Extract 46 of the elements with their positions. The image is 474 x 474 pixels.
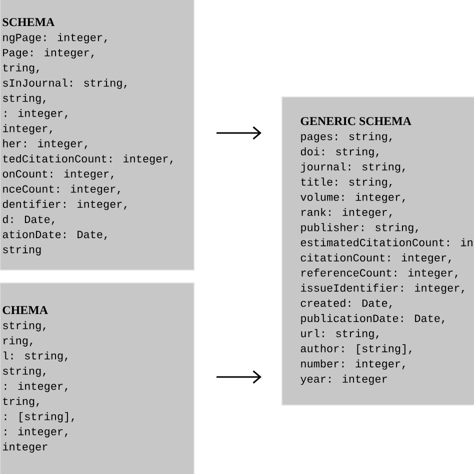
field-line: integer [2,442,48,453]
field-line: publisher: string, [301,223,418,234]
field-line: onCount: integer, [2,170,114,180]
field-line: string, [3,321,46,332]
field-line: number: integer, [301,359,405,370]
field-line: journal: string, [300,162,405,173]
field-line: ngPage: integer, [3,33,107,44]
schema-heading: CHEMA [2,306,48,314]
field-line: year: integer [300,374,387,385]
field-line: dentifier: integer, [2,200,126,210]
field-line: string, [3,94,46,104]
field-line: sInJournal: string, [3,78,126,89]
field-line: ring, [4,336,32,347]
field-line: l: string, [4,351,68,362]
field-line: rank: integer, [302,208,392,218]
field-line: created: Date, [300,298,392,309]
field-line: : integer, [4,427,68,438]
arrow [216,126,262,140]
field-line: publicationDate: Date, [301,314,444,324]
field-line: url: string, [301,329,378,340]
field-line: volume: integer, [300,192,405,204]
field-line: her: integer, [3,139,87,150]
schema-heading: SCHEMA [2,18,55,26]
field-line: doi: string, [300,147,378,158]
field-line: tring, [3,63,39,74]
field-line: estimatedCitationCount: in [300,238,472,246]
field-line: ationDate: Date, [2,230,107,240]
schema-heading: GENERIC SCHEMA [300,117,412,126]
field-line: : integer, [4,382,68,392]
field-line: citationCount: integer, [300,253,451,264]
field-line: : integer, [4,108,68,120]
field-line: pages: string, [301,132,392,142]
field-line: d: Date, [2,215,54,225]
field-line: string [3,245,41,256]
field-line: : [string], [4,412,74,422]
field-line: title: string, [301,178,392,188]
field-line: tedCitationCount: integer, [3,154,172,165]
field-line: author: [string], [300,344,412,354]
field-line: issueIdentifier: integer, [300,284,464,294]
arrow [216,370,262,384]
field-line: referenceCount: integer, [302,268,458,279]
field-line: tring, [3,396,39,408]
field-line: nceCount: integer, [3,184,120,195]
field-line: integer, [2,124,52,134]
field-line: Page: integer, [3,48,94,59]
field-line: string, [3,366,46,377]
